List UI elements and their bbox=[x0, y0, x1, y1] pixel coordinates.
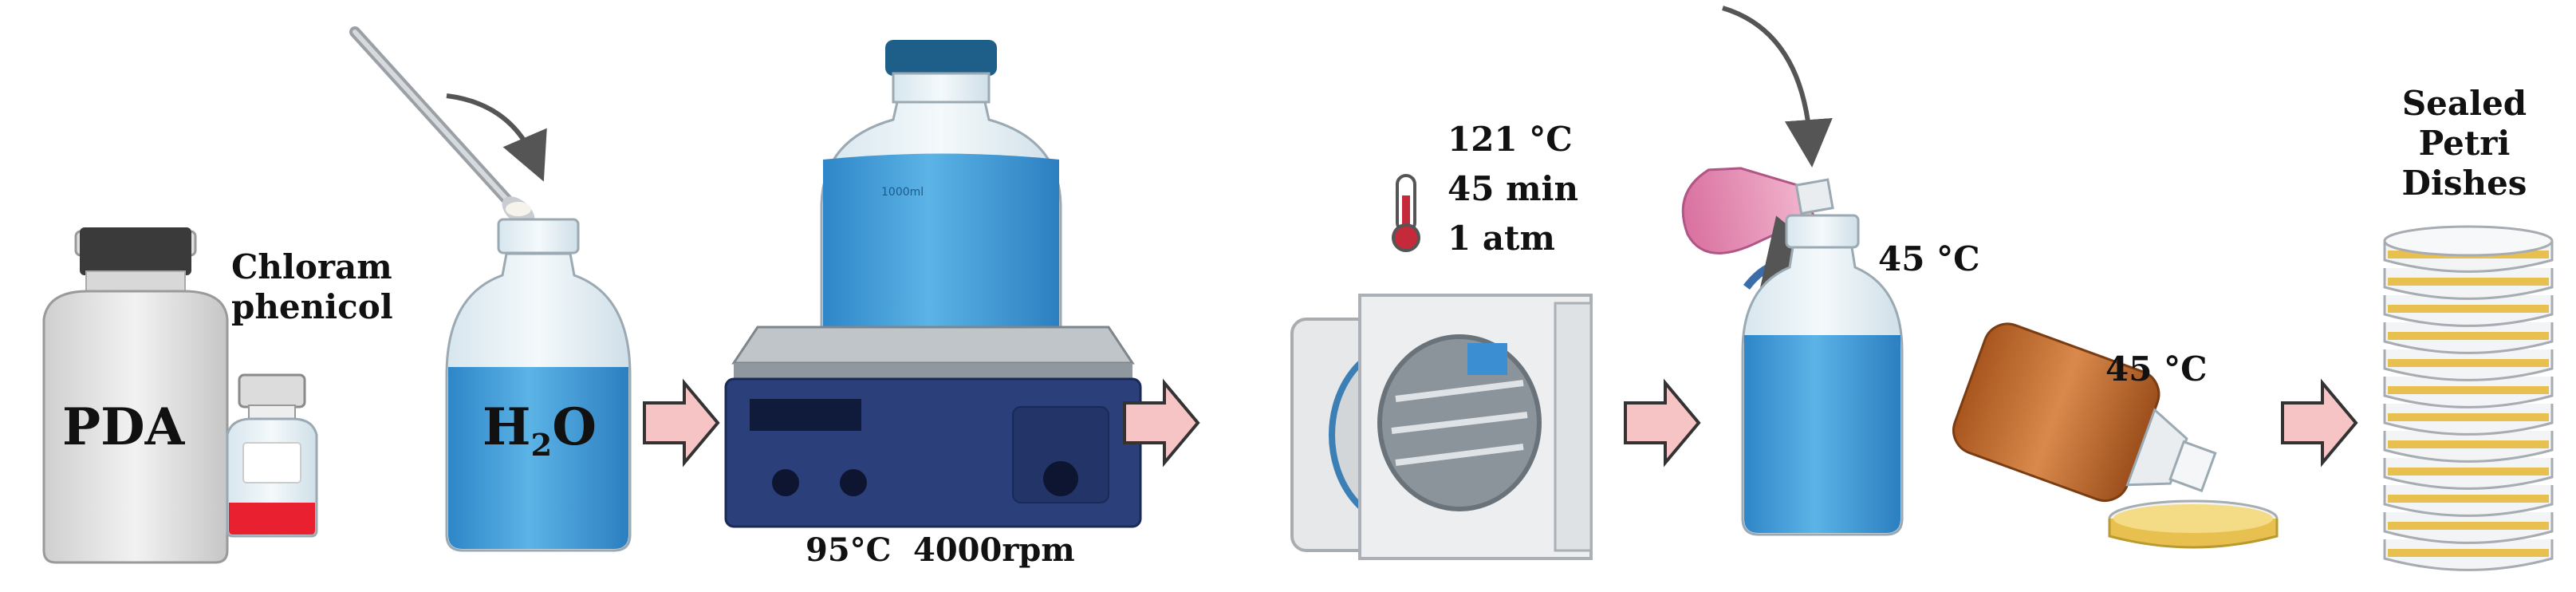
water-sub: 2 bbox=[530, 427, 553, 464]
autoclave-display bbox=[1467, 343, 1507, 375]
stirrer-display bbox=[750, 399, 861, 431]
spatula bbox=[349, 26, 535, 227]
bottle-graduation: 1000ml bbox=[881, 186, 924, 199]
stir-speed-label: 4000rpm bbox=[913, 531, 1075, 569]
autoclave bbox=[1290, 294, 1593, 560]
sealed-line3: Dishes bbox=[2401, 164, 2527, 203]
stir-temp-label: 95°C bbox=[805, 531, 892, 569]
chloramphenicol-line1: Chloram bbox=[231, 247, 392, 286]
thermometer-icon bbox=[1392, 174, 1420, 252]
knob-icon bbox=[772, 469, 799, 496]
petri-stack-lid bbox=[2383, 225, 2554, 257]
pouring-bottle bbox=[1952, 322, 2217, 503]
add-antibiotic-arrow bbox=[1722, 6, 1833, 168]
knob-icon bbox=[1043, 461, 1078, 496]
step-arrow-4 bbox=[2281, 378, 2358, 468]
red-liquid bbox=[229, 503, 315, 535]
autoclave-pressure-label: 1 atm bbox=[1448, 219, 1555, 258]
step-arrow-2 bbox=[1123, 378, 1200, 468]
water-main: H bbox=[483, 397, 531, 457]
petri-agar-layer bbox=[2388, 549, 2549, 557]
pink-flask bbox=[1681, 167, 1834, 255]
petri-agar-layer bbox=[2388, 332, 2549, 340]
water-bottle bbox=[445, 218, 632, 552]
autoclave-temp-label: 121 °C bbox=[1448, 120, 1573, 159]
add-powder-arrow bbox=[446, 93, 547, 182]
petri-agar-layer bbox=[2388, 468, 2549, 476]
vial-label bbox=[242, 442, 301, 483]
vial-cap bbox=[238, 373, 306, 408]
bottle-cap bbox=[885, 40, 997, 76]
petri-agar-layer bbox=[2388, 522, 2549, 530]
chloramphenicol-line2: phenicol bbox=[231, 287, 393, 326]
petri-agar-layer bbox=[2388, 495, 2549, 503]
cooling-bottle bbox=[1681, 6, 1904, 536]
petri-agar-layer bbox=[2388, 413, 2549, 421]
pda-bottle-cap bbox=[80, 227, 191, 275]
sealed-petri-label: Sealed Petri Dishes bbox=[2377, 84, 2552, 203]
chloramphenicol-label: Chloram phenicol bbox=[231, 247, 393, 327]
sealed-line1: Sealed bbox=[2401, 84, 2527, 123]
step-arrow-3 bbox=[1624, 378, 1701, 468]
petri-agar-layer bbox=[2388, 440, 2549, 448]
water-end: O bbox=[552, 397, 597, 457]
hotplate-stirrer bbox=[724, 40, 1142, 528]
petri-dish bbox=[2108, 499, 2279, 549]
sealed-line2: Petri bbox=[2418, 124, 2511, 163]
chloramphenicol-vial bbox=[226, 373, 318, 538]
pda-label: PDA bbox=[62, 397, 185, 457]
water-label: H2O bbox=[483, 399, 597, 475]
petri-agar-layer bbox=[2388, 359, 2549, 367]
cool-temp-label: 45 °C bbox=[1878, 239, 1980, 278]
step-arrow-1 bbox=[643, 378, 720, 468]
pda-bottle bbox=[42, 227, 229, 564]
pour-temp-label: 45 °C bbox=[2105, 349, 2208, 389]
autoclave-time-label: 45 min bbox=[1448, 169, 1579, 208]
petri-agar-layer bbox=[2388, 386, 2549, 394]
knob-icon bbox=[840, 469, 867, 496]
petri-agar-layer bbox=[2388, 278, 2549, 286]
petri-agar-layer bbox=[2388, 305, 2549, 313]
sealed-petri-stack bbox=[2383, 225, 2554, 571]
